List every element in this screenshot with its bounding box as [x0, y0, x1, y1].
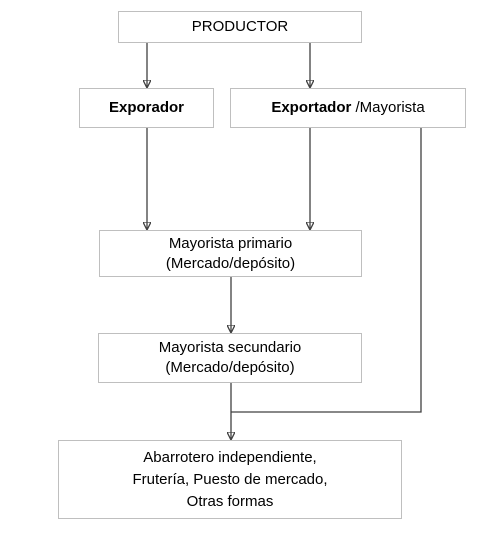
node-mayorista-primario-line2: (Mercado/depósito)	[165, 254, 296, 272]
node-mayorista-primario-line1: Mayorista primario	[168, 234, 293, 252]
node-mayorista-secundario: Mayorista secundario (Mercado/depósito)	[98, 333, 362, 383]
node-exporador-label: Exporador	[108, 99, 184, 116]
node-exportador-label: Exportador	[271, 99, 352, 116]
node-mayorista-secundario-line1: Mayorista secundario	[158, 339, 302, 356]
node-abarrotero: Abarrotero independiente, Frutería, Pues…	[58, 440, 402, 519]
node-abarrotero-line1: Abarrotero independiente,	[143, 448, 317, 466]
node-exportador-mayorista: Exportador /Mayorista	[230, 88, 466, 128]
node-productor: PRODUCTOR	[118, 11, 362, 43]
node-exporador: Exporador	[79, 88, 214, 128]
node-productor-label: PRODUCTOR	[191, 18, 289, 35]
node-abarrotero-line3: Otras formas	[186, 492, 274, 510]
node-mayorista-secundario-line2: (Mercado/depósito)	[165, 359, 295, 376]
node-mayorista-primario: Mayorista primario (Mercado/depósito)	[99, 230, 362, 277]
node-mayorista-suffix-label: /Mayorista	[351, 99, 425, 116]
line-exportador-mayorista-bypass	[231, 128, 422, 413]
node-abarrotero-line2: Frutería, Puesto de mercado,	[132, 470, 328, 488]
